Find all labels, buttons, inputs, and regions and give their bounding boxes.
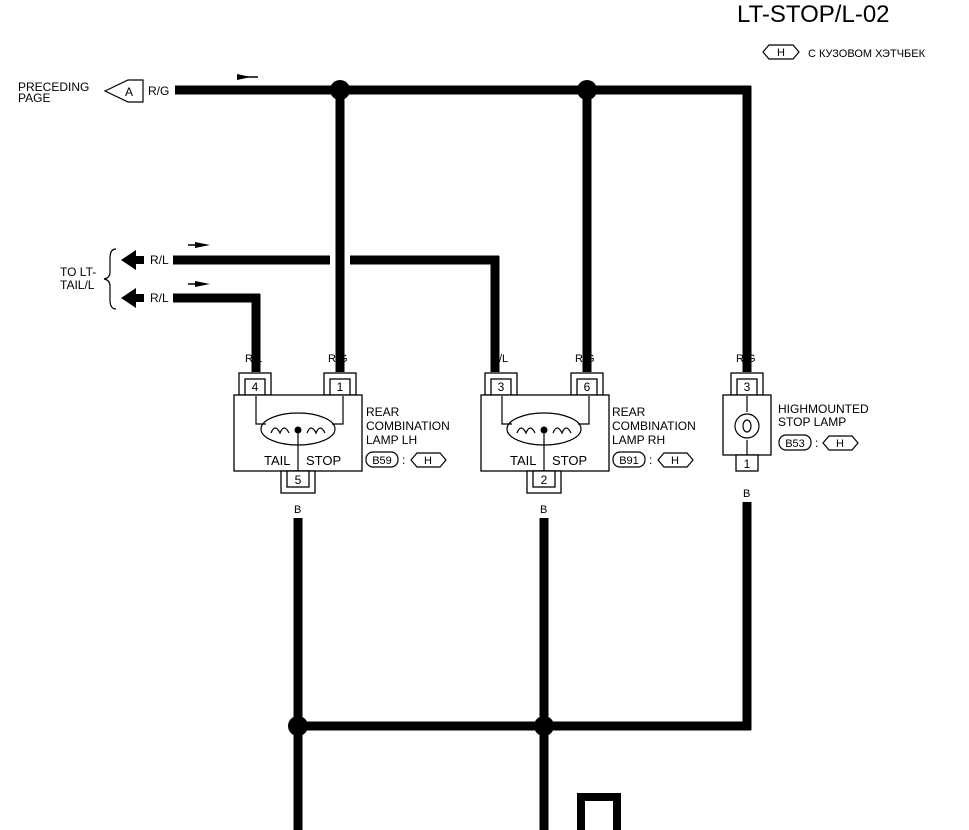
page-continuation-marker [577,793,621,830]
lh-pin-left: 4 [252,380,259,394]
legend-text: С КУЗОВОМ ХЭТЧБЕК [808,48,926,60]
lh-pin-bottom: 5 [295,473,302,487]
preceding-wire-color: R/G [148,84,169,98]
legend: H С КУЗОВОМ ХЭТЧБЕК [762,44,926,60]
left-arrow-icon [121,288,136,308]
high-pin-bottom: 1 [744,457,751,471]
lh-pin-right: 1 [337,380,344,394]
lh-variant: H [424,455,432,467]
preceding-page-reference: PRECEDING PAGE A R/G [18,79,169,105]
lh-wire-bottom: B [294,504,301,516]
preceding-label-line2: PAGE [18,91,50,105]
junction-dot [534,716,554,736]
high-connector-id: B53 [785,438,805,450]
high-wire-bottom: B [743,488,750,500]
lh-connector-id: B59 [372,455,392,467]
to-tail-reference: TO LT- TAIL/L R/L R/L [60,242,210,310]
to-tail-wire-bottom: R/L [150,291,169,305]
rh-name-line3: LAMP RH [612,433,665,447]
lh-tail-label: TAIL [264,453,291,468]
rh-variant: H [671,455,679,467]
hatchback-symbol-icon [657,452,694,468]
lh-wire-right: R/G [328,353,348,365]
to-tail-label-line1: TO LT- [60,265,96,279]
high-pin-top: 3 [744,380,751,394]
highmounted-stop-lamp: R/G 3 1 B HIGHMOUNTED STOP LAMP B53 : H [722,353,869,500]
diagram-title: LT-STOP/L-02 [737,1,890,28]
rh-pin-right: 6 [584,380,591,394]
lh-name-line2: COMBINATION [366,419,450,433]
high-colon: : [815,436,818,450]
junction-dot [330,80,350,100]
rh-stop-label: STOP [552,453,587,468]
hatchback-symbol-icon [822,435,859,451]
high-variant: H [836,438,844,450]
ground-wires [288,502,752,830]
connector-id-badge [612,451,646,468]
rh-wire-left: R/L [491,353,508,365]
rh-pin-left: 3 [498,380,505,394]
high-name-line1: HIGHMOUNTED [778,402,869,416]
rh-pin-bottom: 2 [541,473,548,487]
rh-tail-label: TAIL [510,453,537,468]
hatchback-symbol-icon [762,44,800,60]
connector-housing [735,454,759,472]
lh-wire-left: R/L [245,353,262,365]
rh-wire-bottom: B [540,504,547,516]
lh-name-line3: LAMP LH [366,433,417,447]
junction-dot [577,80,597,100]
legend-symbol: H [777,47,785,59]
rh-wire-right: R/G [575,353,595,365]
bulb-icon [734,413,760,439]
high-wire-top: R/G [736,353,756,365]
rear-combination-lamp-rh: R/L R/G 3 6 TAIL STOP 2 B REAR COMBINATI… [480,353,696,516]
connector-id-badge [365,451,399,468]
lh-colon: : [402,453,405,467]
to-tail-wire-top: R/L [150,253,169,267]
preceding-label-line1: PRECEDING [18,80,89,94]
hatchback-symbol-icon [410,452,447,468]
connector-a-flag-icon [103,79,144,103]
rg-bus-wires [175,74,752,372]
lh-name-line1: REAR [366,405,400,419]
connector-a-label: A [125,85,133,99]
bracket [103,248,117,310]
rear-combination-lamp-lh: R/L R/G 4 1 TAIL STOP 5 B REAR COMBINATI… [233,353,450,516]
rh-connector-id: B91 [619,455,639,467]
rh-name-line2: COMBINATION [612,419,696,433]
connector-id-badge [778,434,812,451]
junction-dot [288,716,308,736]
rh-colon: : [649,453,652,467]
rh-name-line1: REAR [612,405,646,419]
lh-stop-label: STOP [306,453,341,468]
left-arrow-icon [121,250,136,270]
to-tail-label-line2: TAIL/L [60,278,95,292]
rl-wires [173,255,500,372]
high-name-line2: STOP LAMP [778,415,846,429]
